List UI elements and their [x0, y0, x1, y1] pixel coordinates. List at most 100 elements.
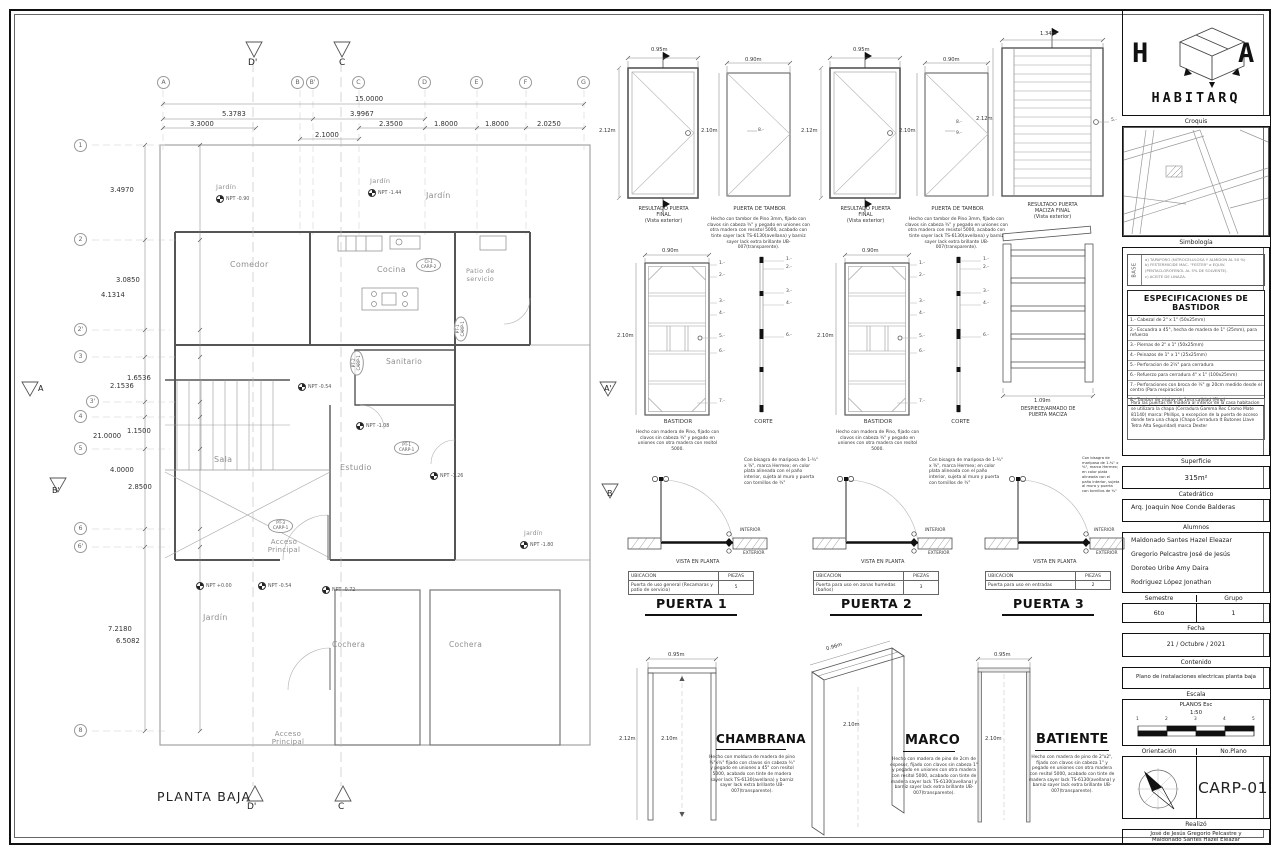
title-underline [1002, 614, 1094, 616]
puerta2-title: PUERTA 2 [841, 596, 913, 611]
compass-divider [1196, 757, 1197, 818]
callout-label: 3.- [719, 299, 725, 304]
hinge-note: Con bisagra de mariposa de 1-¾" x ⅜", ma… [744, 458, 818, 486]
interior-label: INTERIOR [1094, 528, 1115, 533]
title-underline [716, 749, 786, 751]
table-cell: Puerta para uso en entradas [986, 581, 1076, 589]
detail-description: Hecho con tambor de Pino 3mm, fijado con… [905, 217, 1008, 251]
vista-label: VISTA EN PLANTA [1033, 559, 1077, 565]
exterior-label: EXTERIOR [1096, 551, 1118, 556]
callout-label: 3.- [919, 299, 925, 304]
grid-label: 8 [78, 727, 83, 734]
npt-level: NPT -0.90 [216, 195, 249, 203]
dim-label: 1.8000 [434, 120, 458, 128]
npt-label: NPT -1.26 [440, 473, 464, 479]
room-label-acceso: Acceso Principal [271, 730, 305, 747]
dim-label: 2.10m [617, 333, 634, 339]
npt-icon [322, 586, 330, 594]
section-marker: A' [604, 384, 612, 393]
batiente-title: BATIENTE [1036, 732, 1109, 747]
espec-item: 8.- Tambor de triplay de 1era calidad (P… [1130, 398, 1226, 403]
npt-label: NPT -1.80 [530, 542, 554, 548]
table-cell: Puerta para uso en zonas humedas (baños) [814, 581, 904, 594]
base-item: b) FESTERMICIDE MAC. "FESTER" o EQUIV. (… [1145, 262, 1228, 274]
callout-label: 5.- [1111, 118, 1117, 123]
noplano-label: No.Plano [1196, 747, 1270, 755]
puerta1-title: PUERTA 1 [656, 596, 728, 611]
espec-item: 5.- Perforacion de 2¼" para cerradura [1128, 361, 1264, 371]
table-header: PIEZAS [728, 573, 744, 579]
callout-label: 9.- [956, 131, 962, 136]
detail-label: DESPIECE/ARMADO DE PUERTA MACIZA [1020, 407, 1076, 418]
tag-ci1: CI-1 CARP-2 [416, 258, 442, 272]
escala-value-2: 1:50 [1189, 709, 1203, 716]
alumno-name: Rodriguez López Jonathan [1131, 579, 1212, 586]
dim-label: 21.0000 [93, 432, 122, 440]
npt-icon [258, 582, 266, 590]
callout-label: 3.- [786, 289, 792, 294]
grid-label: 2' [77, 326, 84, 333]
room-label-cochera: Cochera [449, 640, 483, 649]
dim-label: 7.2180 [108, 625, 132, 633]
npt-label: NPT -0.90 [226, 196, 250, 202]
espec-item: 3.- Piernas de 2" x 1" (50x25mm) [1128, 341, 1264, 351]
npt-level: NPT -0.54 [298, 383, 331, 391]
npt-label: NPT -0.72 [332, 587, 356, 593]
scale-tick: 5 [1252, 717, 1255, 722]
detail-label: PUERTA DE TAMBOR [931, 206, 984, 212]
npt-icon [196, 582, 204, 590]
fecha-header: Fecha [1122, 622, 1270, 634]
dim-label: 4.0000 [110, 466, 134, 474]
callout-label: 1.- [719, 261, 725, 266]
grid-label: A [161, 79, 166, 86]
grid-bubble-c: C [352, 76, 365, 89]
croquis-map [1123, 127, 1269, 236]
grid-bubble-g: G [577, 76, 590, 89]
grid-label: E [474, 79, 479, 86]
door-elevations [616, 28, 1109, 213]
grid-label: D [422, 79, 427, 86]
grid-bubble-8: 8 [74, 724, 87, 737]
table-cell: 3 [919, 585, 923, 590]
grid-bubble-d: D [418, 76, 431, 89]
room-label-sanitario: Sanitario [386, 357, 423, 366]
npt-label: NPT +0.00 [206, 583, 232, 589]
base-item: c) ACEITE DE LINAZA. [1145, 274, 1186, 280]
semestre-grupo-header: Semestre Grupo [1122, 592, 1270, 604]
npt-icon [368, 189, 376, 197]
realizo-value: José de Jesús Gregorio Pelcastre y Maldo… [1150, 830, 1242, 843]
dim-label: 15.0000 [355, 95, 384, 103]
room-label-acceso: Acceso Principal [267, 538, 301, 555]
interior-label: INTERIOR [925, 528, 946, 533]
grid-bubble-2: 2 [74, 233, 87, 246]
callout-label: 2.- [919, 273, 925, 278]
npt-label: NPT -0.54 [308, 384, 332, 390]
puerta3-title: PUERTA 3 [1013, 596, 1085, 611]
table-header: UBICACION [814, 572, 904, 580]
npt-label: NPT -1.44 [378, 190, 402, 196]
room-label-jardin: Jardín [524, 530, 543, 537]
base-item: a) TAPAPORO (NITROCELULOSA Y ALMIDON AL … [1145, 256, 1246, 262]
callout-label: 2.- [983, 265, 989, 270]
room-label-jardin: Jardín [203, 613, 228, 622]
simbologia-header: Simbología [1122, 236, 1270, 248]
dim-label: 3.9967 [350, 110, 374, 118]
exterior-label: EXTERIOR [928, 551, 950, 556]
table-header: PIEZAS [1085, 573, 1101, 579]
npt-icon [356, 422, 364, 430]
simbologia-label: Simbología [1179, 238, 1213, 246]
npt-level: NPT -1.44 [368, 189, 401, 197]
grid-bubble-5: 5 [74, 442, 87, 455]
dim-label: 0.95m [651, 47, 668, 53]
dim-label: 5.3783 [222, 110, 246, 118]
dim-label: 3.0850 [116, 276, 140, 284]
grupo-label: Grupo [1196, 594, 1270, 602]
dim-label: 0.90m [943, 57, 960, 63]
section-marker: A [38, 384, 44, 393]
escala-header: Escala [1122, 688, 1270, 700]
scale-tick: 4 [1223, 717, 1226, 722]
detail-description: Hecho con madera de pino de 2cm de espes… [890, 757, 978, 796]
grid-label: 4 [78, 413, 83, 420]
compass-rose [1137, 768, 1179, 810]
dim-label: 2.10m [817, 333, 834, 339]
